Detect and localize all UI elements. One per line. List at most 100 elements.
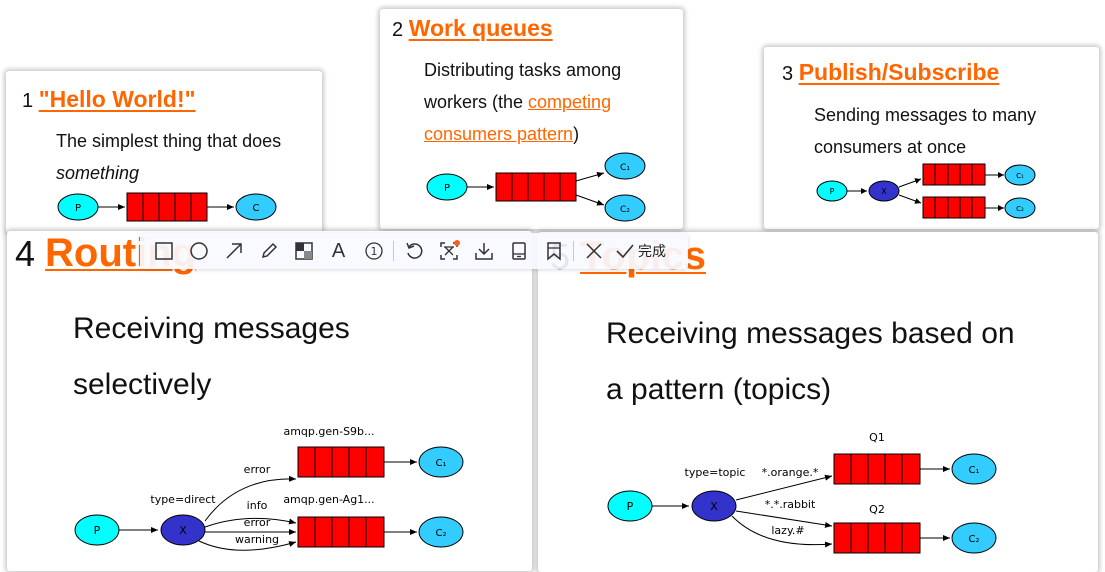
exchange-label: X (710, 500, 718, 513)
bookmark-icon (546, 242, 561, 261)
description-emphasis: something (56, 163, 140, 183)
toolbar-divider (573, 241, 574, 261)
checkmark-icon (616, 244, 634, 259)
ocr-button[interactable] (431, 233, 466, 269)
queue (833, 522, 921, 554)
text-tool[interactable]: A (321, 233, 356, 269)
binding-label: *.*.rabbit (765, 498, 816, 511)
queue-name: Q1 (869, 431, 885, 444)
consumer-node (1004, 197, 1036, 219)
card-number: 3 (782, 63, 794, 85)
competing-consumers-link[interactable]: competing consumers pattern (424, 92, 612, 144)
long-screenshot-button[interactable] (501, 233, 536, 269)
hello-world-diagram: P C (57, 192, 277, 222)
undo-button[interactable] (396, 233, 431, 269)
card-work-queues: 2 Work queues Distributing tasks among w… (380, 9, 683, 229)
done-label: 完成 (638, 243, 666, 259)
edge (204, 475, 297, 522)
queue-name: amqp.gen-S9b... (283, 425, 374, 438)
binding-label: info (247, 499, 268, 512)
done-button[interactable]: 完成 (611, 233, 670, 269)
edge (198, 540, 297, 551)
consumer-label: C₂ (1016, 205, 1024, 213)
producer-label: P (75, 203, 81, 214)
card-description: Receiving messages based on a pattern (t… (606, 317, 1015, 406)
card-description: Distributing tasks among workers (the co… (424, 54, 654, 150)
screenshot-toolbar: A 1 完成 (140, 233, 688, 269)
number-glyph: 1 (370, 245, 377, 258)
binding-label: error (244, 463, 271, 476)
notification-dot (454, 240, 460, 246)
exchange-node (160, 514, 206, 546)
tutorial-link-work-queues[interactable]: Work queues (408, 15, 553, 41)
edge (731, 515, 833, 548)
producer-label: P (94, 524, 101, 537)
consumer-label: C₁ (969, 465, 980, 476)
exchange-label: X (179, 524, 187, 537)
description-text: Distributing tasks among workers (the (424, 60, 622, 112)
rectangle-tool[interactable] (146, 233, 181, 269)
producer-label: P (627, 500, 634, 513)
phone-icon (511, 242, 526, 260)
close-button[interactable] (576, 233, 611, 269)
edge (898, 194, 922, 204)
number-tool[interactable]: 1 (356, 233, 391, 269)
edge (898, 178, 922, 188)
consumer-label: C₁ (620, 163, 630, 173)
edge (575, 194, 605, 206)
consumer-label: C₂ (969, 534, 980, 545)
card-number: 4 (15, 233, 36, 274)
card-hello-world: 1 "Hello World!" The simplest thing that… (6, 71, 322, 233)
queue-name: amqp.gen-Ag1... (283, 493, 374, 506)
mosaic-tool[interactable] (286, 233, 321, 269)
consumer-node (1004, 164, 1036, 186)
queue (297, 446, 385, 478)
consumer-node (418, 446, 464, 478)
consumer-label: C₂ (620, 205, 630, 215)
queue (297, 516, 385, 548)
card-number: 1 (22, 90, 34, 112)
download-button[interactable] (466, 233, 501, 269)
queue (922, 163, 986, 186)
description-text-end: ) (573, 124, 580, 144)
card-topics: 5 Topics Receiving messages based on a p… (538, 232, 1098, 572)
arrow-icon (225, 243, 242, 259)
queue (495, 172, 577, 202)
work-queues-diagram: P C₁ C₂ (426, 152, 646, 222)
card-title: 1 "Hello World!" (22, 86, 196, 113)
card-number: 2 (392, 19, 404, 41)
consumer-node (418, 516, 464, 548)
consumer-label: C₂ (436, 528, 447, 539)
exchange-type-label: type=topic (685, 466, 746, 479)
topics-diagram: P X type=topic *.orange.* *.*.rabbit laz… (607, 431, 997, 554)
square-icon (154, 242, 173, 260)
edge (204, 517, 297, 528)
circle-icon (189, 242, 208, 260)
queue-name: Q2 (869, 503, 885, 516)
consumer-node (604, 194, 646, 222)
card-description: The simplest thing that does something (56, 125, 316, 189)
exchange-type-label: type=direct (150, 493, 216, 506)
consumer-node (235, 193, 277, 221)
edge (735, 510, 833, 528)
publish-subscribe-diagram: P X C₁ C₂ (816, 163, 1036, 219)
routing-diagram: P X type=direct error info error warning… (74, 425, 464, 551)
binding-label: warning (235, 533, 279, 546)
pin-button[interactable] (536, 233, 571, 269)
arrow-tool[interactable] (216, 233, 251, 269)
ellipse-tool[interactable] (181, 233, 216, 269)
consumer-label: C₁ (436, 458, 447, 469)
exchange-node (868, 180, 900, 202)
text-icon: A (331, 239, 346, 262)
undo-icon (405, 242, 422, 259)
queue (833, 453, 921, 485)
card-description: Receiving messages selectively (73, 312, 350, 401)
edge (735, 474, 833, 501)
tutorial-link-hello-world[interactable]: "Hello World!" (38, 86, 196, 112)
card-routing: 4 Routing Receiving messages selectively… (7, 231, 532, 571)
consumer-label: C (253, 203, 260, 214)
pencil-tool[interactable] (251, 233, 286, 269)
card-title: 3 Publish/Subscribe (782, 59, 999, 86)
tutorial-link-publish-subscribe[interactable]: Publish/Subscribe (798, 59, 1000, 85)
queue (922, 196, 986, 219)
